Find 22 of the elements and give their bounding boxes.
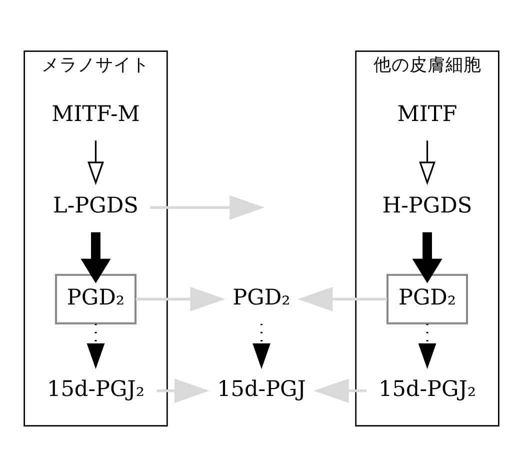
node-text: 15d-PGJ₂	[378, 376, 476, 402]
node-box: PGD₂	[386, 273, 468, 324]
arrow	[86, 323, 105, 368]
node-box: PGD₂	[54, 273, 136, 324]
node-text: 15d-PGJ	[217, 376, 306, 402]
node-text: MITF-M	[52, 101, 140, 126]
arrow	[136, 286, 226, 311]
arrow	[412, 232, 442, 283]
arrow	[252, 323, 270, 368]
node-text: MITF	[397, 101, 458, 126]
node-text: 15d-PGJ₂	[46, 376, 144, 402]
node-text: L-PGDS	[53, 193, 138, 218]
node-text: PGD₂	[232, 284, 290, 310]
arrow	[88, 140, 104, 185]
arrow	[418, 323, 436, 368]
arrow	[80, 232, 111, 283]
node-text: H-PGDS	[382, 193, 472, 218]
arrow	[150, 194, 265, 220]
arrow	[314, 378, 367, 403]
arrow	[419, 140, 436, 185]
arrow	[156, 378, 210, 403]
arrow	[298, 286, 388, 311]
